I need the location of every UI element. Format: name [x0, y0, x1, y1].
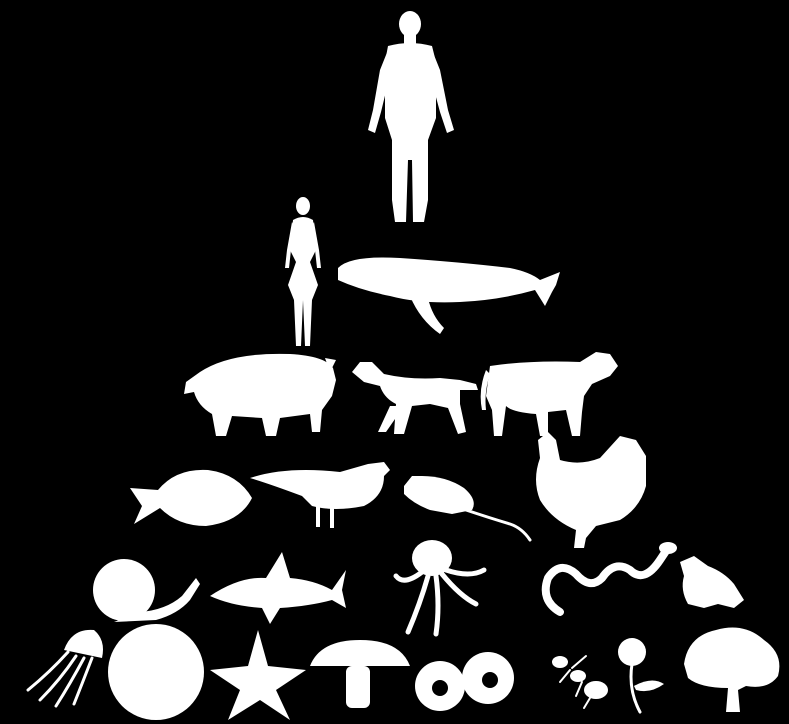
- sponge-silhouette: [108, 624, 204, 720]
